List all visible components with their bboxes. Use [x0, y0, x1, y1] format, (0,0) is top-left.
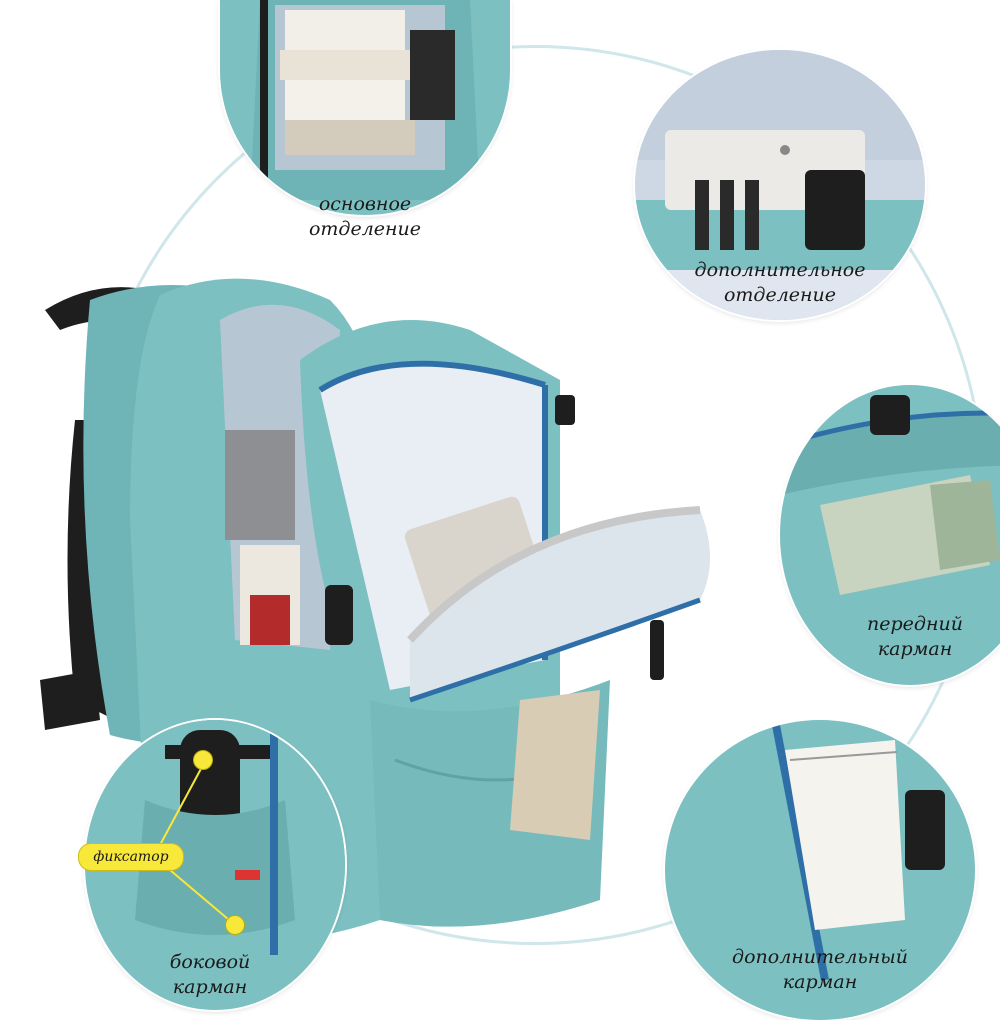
clip-marker-bottom [225, 915, 245, 935]
label-main-compartment-line1: основное [318, 193, 412, 215]
label-front-pocket: передний карман [850, 612, 980, 662]
label-front-pocket-line1: передний [867, 613, 963, 635]
label-side-pocket: боковой карман [150, 950, 270, 1000]
clip-marker-top [193, 750, 213, 770]
inset-extra-compartment [635, 50, 925, 320]
clip-pointer-lines [159, 764, 236, 926]
label-side-pocket-line1: боковой [169, 951, 251, 973]
label-extra-pocket-line1: дополнительный [732, 946, 908, 968]
label-side-pocket-line2: карман [172, 976, 248, 998]
label-front-pocket-line2: карман [877, 638, 953, 660]
clip-badge: фиксатор [78, 843, 184, 871]
label-extra-compartment-line2: отделение [723, 284, 837, 306]
label-extra-compartment: дополнительное отделение [670, 258, 890, 308]
inset-extra-pocket [665, 720, 975, 1020]
label-extra-pocket: дополнительный карман [720, 945, 920, 995]
inset-main-compartment [220, 0, 510, 215]
label-extra-pocket-line2: карман [782, 971, 858, 993]
label-extra-compartment-line1: дополнительное [694, 259, 866, 281]
label-main-compartment: основное отделение [295, 192, 435, 242]
inset-front-pocket [780, 385, 1000, 685]
label-main-compartment-line2: отделение [308, 218, 422, 240]
